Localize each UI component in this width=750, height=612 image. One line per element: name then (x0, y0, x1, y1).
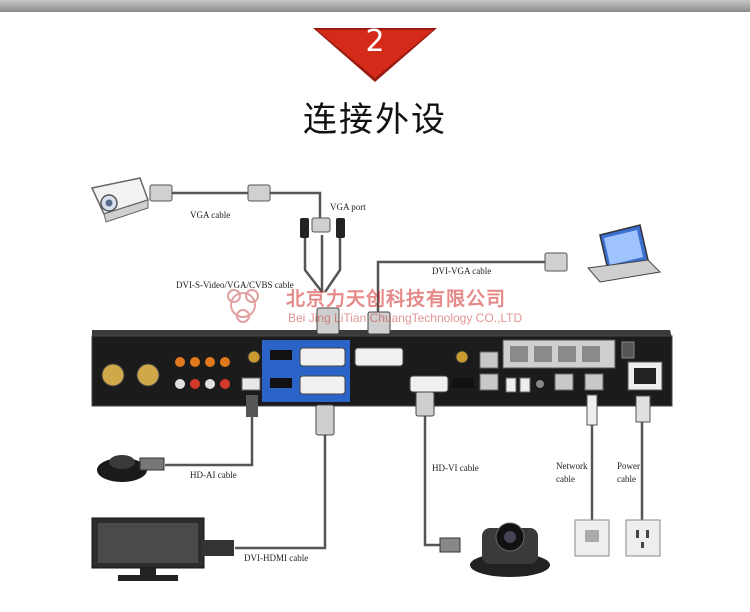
label-vga-cable: VGA cable (190, 210, 231, 220)
hd-vi-cable-line (423, 410, 445, 547)
step-badge-shape (313, 28, 437, 82)
tv-monitor-icon (91, 517, 205, 581)
dvi-port-icon (299, 347, 346, 367)
vga-connector-icon (544, 252, 568, 272)
xlr-port-icon (101, 363, 125, 387)
vga-connector-icon (149, 184, 173, 202)
label-hd-vi-cable: HD-VI cable (432, 463, 479, 473)
top-bar (0, 0, 750, 12)
label-hd-ai-cable: HD-AI cable (190, 470, 237, 480)
camera-icon (470, 522, 550, 577)
breakout-plugs (300, 218, 345, 238)
dvi-port-icon (299, 375, 346, 395)
power-outlet-icon (625, 519, 661, 557)
dvi-port-icon (354, 347, 404, 367)
dvi-vga-cable-line (376, 260, 545, 318)
laptop-icon (587, 224, 662, 283)
dvi-hdmi-cable-line (235, 435, 327, 550)
vga-connector-icon (247, 184, 271, 202)
label-vga-port: VGA port (330, 202, 366, 212)
watermark-company-en: Bei Jing LiTian ChuangTechnology CO.,LTD (288, 311, 523, 325)
step-number: 2 (365, 24, 385, 59)
microphone-icon (97, 455, 147, 482)
vga-connector-icon (311, 217, 331, 233)
label-dvi-hdmi-cable: DVI-HDMI cable (244, 553, 309, 563)
hd-ai-cable-line (165, 400, 254, 467)
rca-ports (175, 357, 230, 389)
label-power-cable: Power cable (617, 461, 640, 484)
projector-icon (90, 177, 149, 223)
step-badge: 2 (313, 20, 437, 82)
ethernet-port-icon (554, 373, 574, 391)
label-dvi-vga-cable: DVI-VGA cable (432, 266, 492, 276)
ethernet-port-icon (584, 373, 604, 391)
usb-port-icon (241, 377, 261, 391)
page-title: 连接外设 (303, 100, 447, 140)
network-jack-icon (574, 519, 610, 557)
dvi-port-icon (409, 375, 449, 393)
label-dvi-svideo-cable: DVI-S-Video/VGA/CVBS cable (176, 280, 294, 290)
ethernet-port-icon (479, 373, 499, 391)
codec-device (91, 330, 673, 407)
label-network-cable: Network cable (556, 461, 588, 484)
watermark-company-cn: 北京力天创科技有限公司 (286, 288, 507, 310)
watermark-seal-icon (227, 289, 259, 323)
ethernet-port-icon (479, 351, 499, 369)
xlr-port-icon (136, 363, 160, 387)
